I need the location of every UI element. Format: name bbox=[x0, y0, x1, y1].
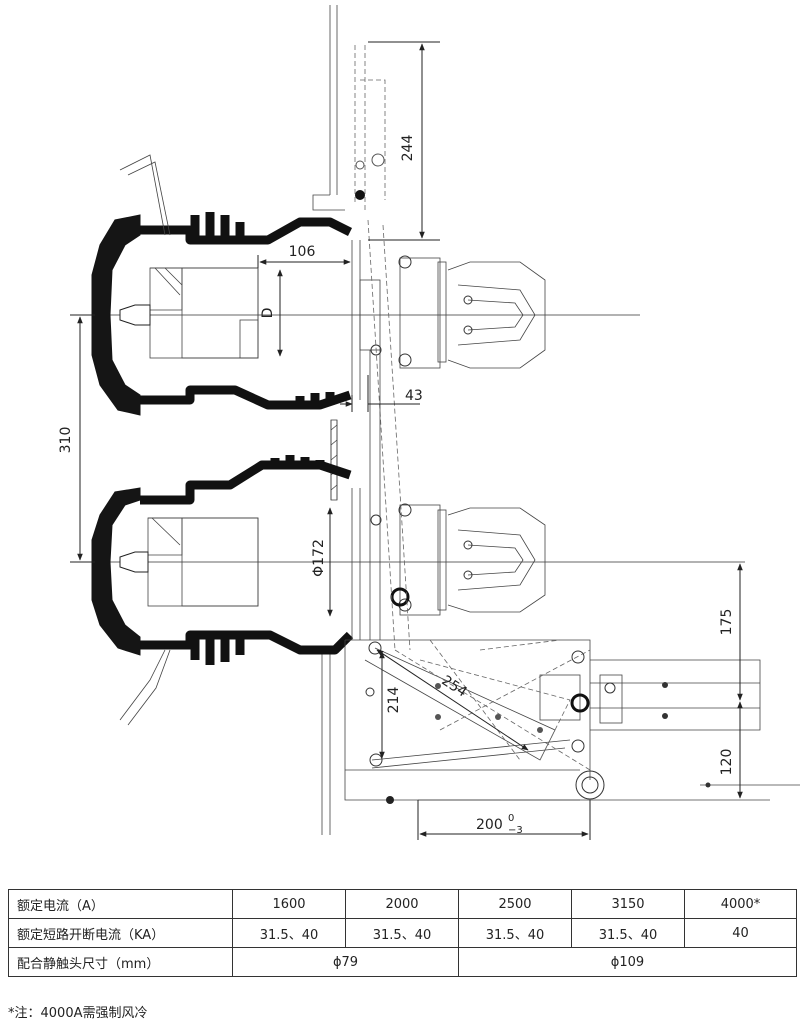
table-cell: 2500 bbox=[458, 889, 572, 919]
table-cell: 1600 bbox=[232, 889, 346, 919]
dimension-43-label: 43 bbox=[405, 388, 423, 404]
upper-spout bbox=[91, 154, 381, 416]
table-cell: 40 bbox=[684, 918, 797, 948]
row-label-breaking-current: 额定短路开断电流（KA） bbox=[8, 918, 233, 948]
dimension-214-label: 214 bbox=[386, 687, 402, 714]
table-cell: 2000 bbox=[345, 889, 459, 919]
dimension-106: 106 bbox=[257, 244, 351, 268]
dimension-43: 43 bbox=[340, 375, 423, 412]
dimension-214: 214 bbox=[379, 651, 402, 759]
dimension-200-upper-tolerance: 0 bbox=[508, 813, 514, 824]
dimension-175-label: 175 bbox=[719, 609, 735, 636]
table-cell: 31.5、40 bbox=[458, 918, 572, 948]
dimension-244: 244 bbox=[368, 41, 440, 241]
cabinet-wall bbox=[312, 5, 345, 835]
dimension-D-label: D bbox=[260, 308, 276, 319]
table-cell: 3150 bbox=[571, 889, 685, 919]
dimension-310: 310 bbox=[58, 314, 95, 563]
spec-table: 额定电流（A） 1600 2000 2500 3150 4000* 额定短路开断… bbox=[8, 889, 797, 977]
dimension-106-label: 106 bbox=[289, 244, 316, 260]
lower-contact-arm bbox=[390, 503, 546, 616]
footnote: *注：4000A需强制风冷 bbox=[8, 1006, 148, 1021]
table-cell: 31.5、40 bbox=[345, 918, 459, 948]
shutter-linkage bbox=[354, 45, 411, 651]
row-label-contact-size: 配合静触头尺寸（mm） bbox=[8, 947, 233, 977]
chassis-truck bbox=[344, 639, 800, 804]
table-cell: ϕ109 bbox=[458, 947, 797, 977]
dimension-D: D bbox=[260, 269, 283, 357]
dimension-120: 120 bbox=[719, 701, 743, 799]
dimension-phi172: Φ172 bbox=[311, 507, 333, 617]
dimension-200: 200 0 −3 bbox=[417, 800, 591, 840]
dimension-phi172-label: Φ172 bbox=[311, 539, 327, 577]
dimension-244-label: 244 bbox=[400, 135, 416, 162]
technical-drawing: 244 106 D 43 310 Φ172 175 120 bbox=[58, 5, 800, 840]
dimension-175: 175 bbox=[719, 563, 743, 701]
lower-spout bbox=[91, 455, 361, 726]
row-label-rated-current: 额定电流（A） bbox=[8, 889, 233, 919]
dimension-120-label: 120 bbox=[719, 749, 735, 776]
dimension-254-label: 254 bbox=[439, 673, 470, 701]
table-row-rated-current: 额定电流（A） 1600 2000 2500 3150 4000* bbox=[8, 889, 797, 919]
table-cell: ϕ79 bbox=[232, 947, 459, 977]
table-row-breaking-current: 额定短路开断电流（KA） 31.5、40 31.5、40 31.5、40 31.… bbox=[8, 918, 797, 948]
table-cell: 31.5、40 bbox=[232, 918, 346, 948]
dimension-310-label: 310 bbox=[58, 427, 74, 454]
dimension-200-label: 200 bbox=[476, 817, 503, 833]
upper-contact-arm bbox=[398, 255, 546, 369]
table-cell: 4000* bbox=[684, 889, 797, 919]
table-row-contact-size: 配合静触头尺寸（mm） ϕ79 ϕ109 bbox=[8, 947, 797, 977]
table-cell: 31.5、40 bbox=[571, 918, 685, 948]
dimension-200-lower-tolerance: −3 bbox=[508, 825, 523, 836]
